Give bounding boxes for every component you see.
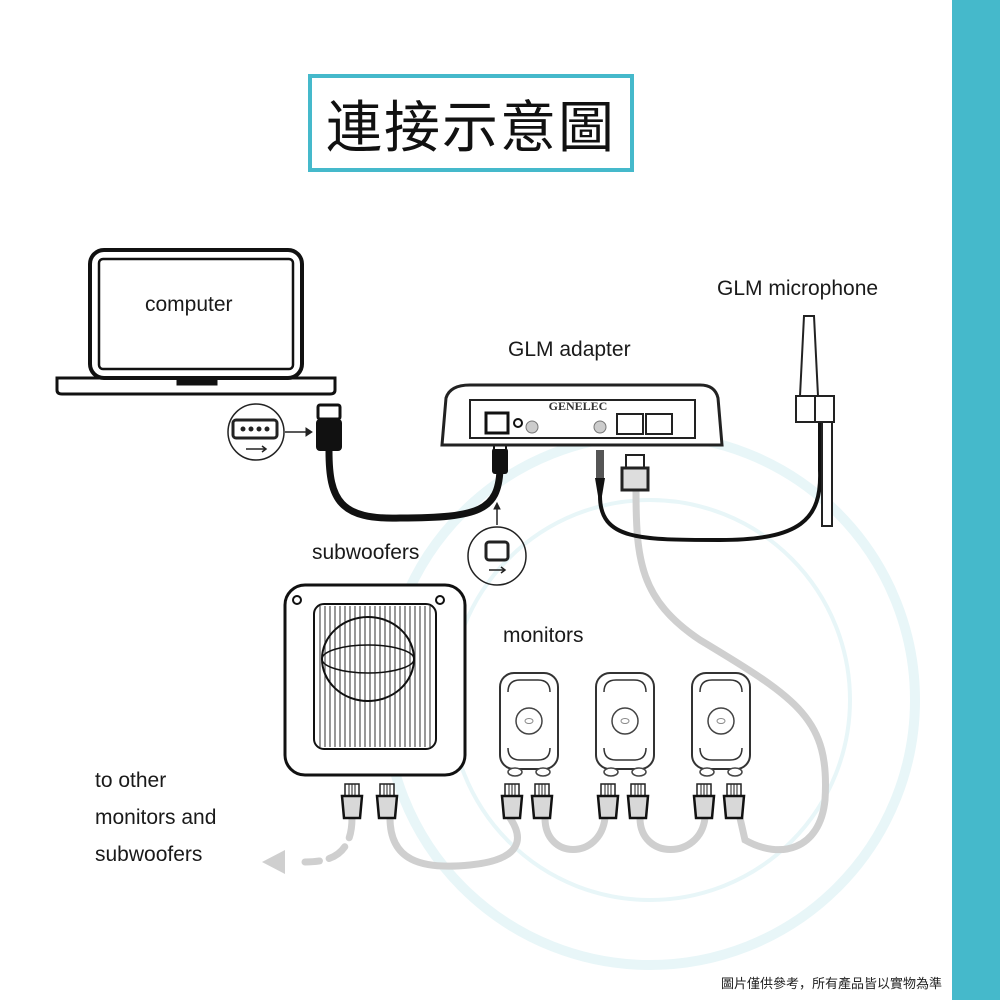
rj45-plug-adapter [620,454,650,492]
label-glm-adapter: GLM adapter [508,338,631,361]
rj45-plug-icon [722,783,746,820]
adapter-brand: GENELEC [549,399,608,413]
label-glm-microphone: GLM microphone [717,277,879,300]
label-subwoofers: subwoofers [312,541,420,564]
label-to-other-line: subwoofers [95,843,203,866]
arrow-left-icon [262,850,285,874]
monitors-group [499,672,751,820]
usb-b-port-icon [467,501,527,586]
glm-microphone-icon [795,315,835,527]
rj45-plug-icon [500,783,524,820]
label-monitors: monitors [503,624,584,647]
grey-network-cables [262,486,830,874]
label-to-other-line: monitors and [95,806,217,829]
rj45-plug-icon [596,783,620,820]
rj45-plug-icon [530,783,554,820]
monitor-speaker-icon [691,672,751,777]
usb-b-socket [484,411,510,435]
cable-sub-to-monitor1 [386,814,521,870]
rj45-socket-1 [616,413,644,435]
monitor-speaker-icon [499,672,559,777]
title-box: 連接示意圖 [308,74,634,172]
monitor-speaker-icon [595,672,655,777]
rj45-plug-icon [375,783,399,820]
label-to-other: to other monitors and subwoofers [95,762,216,873]
cable-adapter-to-monitor3 [632,486,830,854]
mic-cable [595,415,823,543]
cable-monitor1-to-monitor2 [541,814,609,853]
subwoofer-rj45-plugs [340,783,399,820]
usb-a-port-icon [227,403,313,461]
glm-adapter-device: GENELEC [440,383,724,447]
rj45-socket-2 [645,413,673,435]
rj45-plug-icon [340,783,364,820]
page-title: 連接示意圖 [326,95,616,161]
label-to-other-line: to other [95,769,167,792]
accent-sidebar [952,0,1000,1000]
label-computer: computer [145,293,233,316]
rj45-plug-icon [626,783,650,820]
cable-to-other [301,814,356,866]
laptop-icon [55,248,337,396]
subwoofer-icon [283,583,467,777]
footnote-disclaimer: 圖片僅供參考，所有產品皆以實物為準 [720,977,942,992]
cable-monitor2-to-monitor3 [636,814,709,853]
rj45-plug-icon [692,783,716,820]
